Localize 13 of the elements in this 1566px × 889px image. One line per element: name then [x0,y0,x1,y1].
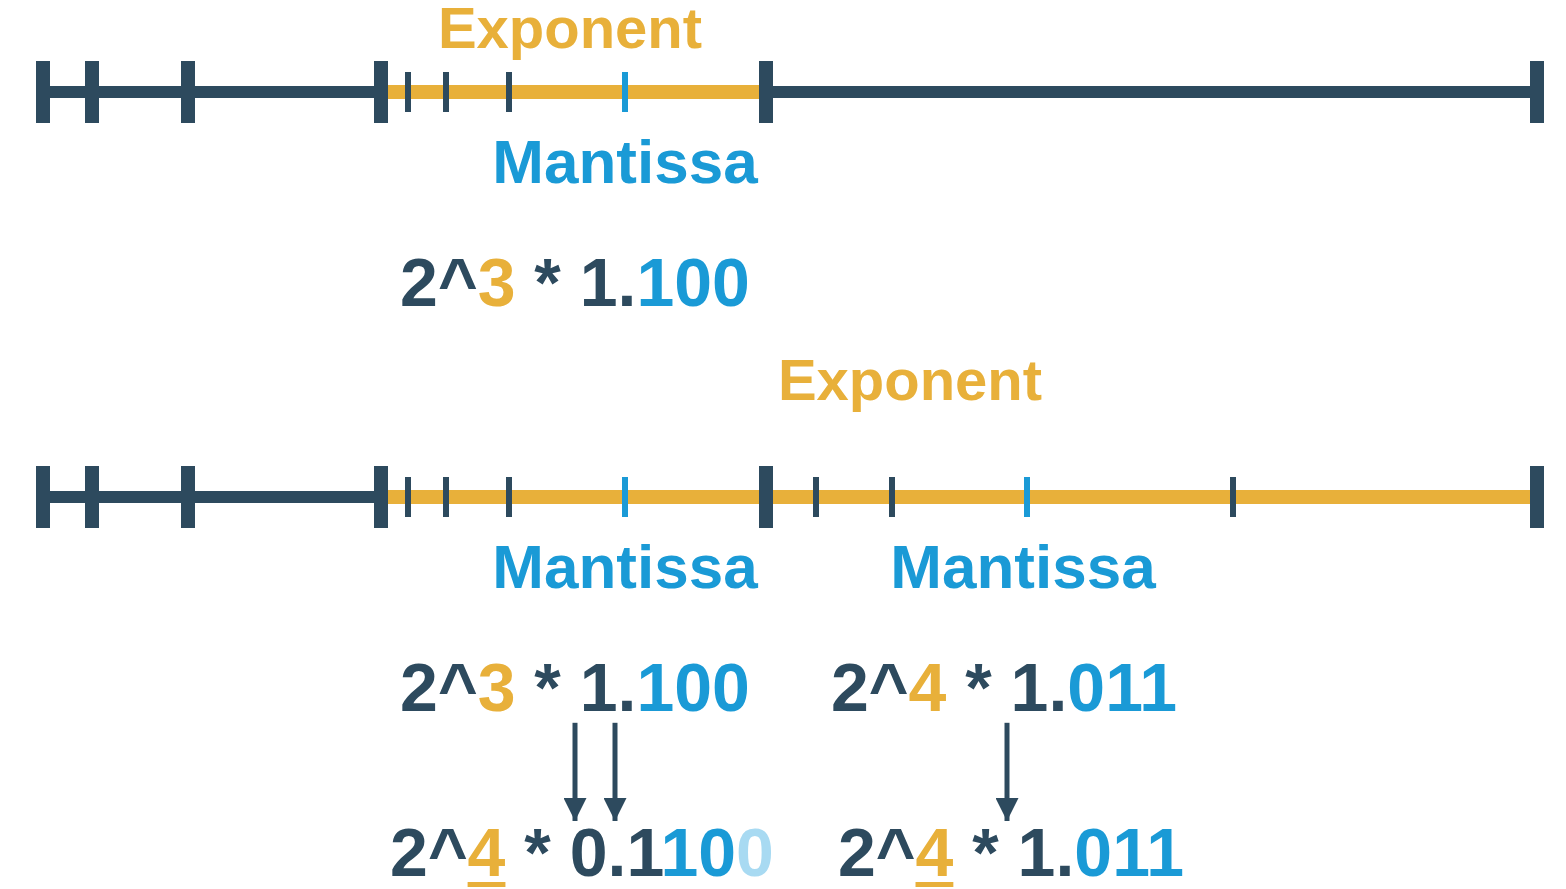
exponent-label: Exponent [777,348,1043,412]
arrow [603,722,627,821]
arrow [563,722,587,821]
mantissa-label: Mantissa [492,533,758,602]
mantissa-label: Mantissa [492,128,758,197]
mantissa-label: Mantissa [890,533,1156,602]
formula-text: 2^4 * 0.1100 [390,815,774,889]
formula-text: 2^3 * 1.100 [400,650,750,725]
arrow [995,722,1019,821]
formula-text: 2^4 * 1.011 [838,815,1184,889]
formula-text: 2^3 * 1.100 [400,245,750,320]
formula-text: 2^4 * 1.011 [831,650,1177,725]
exponent-label: Exponent [437,0,703,60]
